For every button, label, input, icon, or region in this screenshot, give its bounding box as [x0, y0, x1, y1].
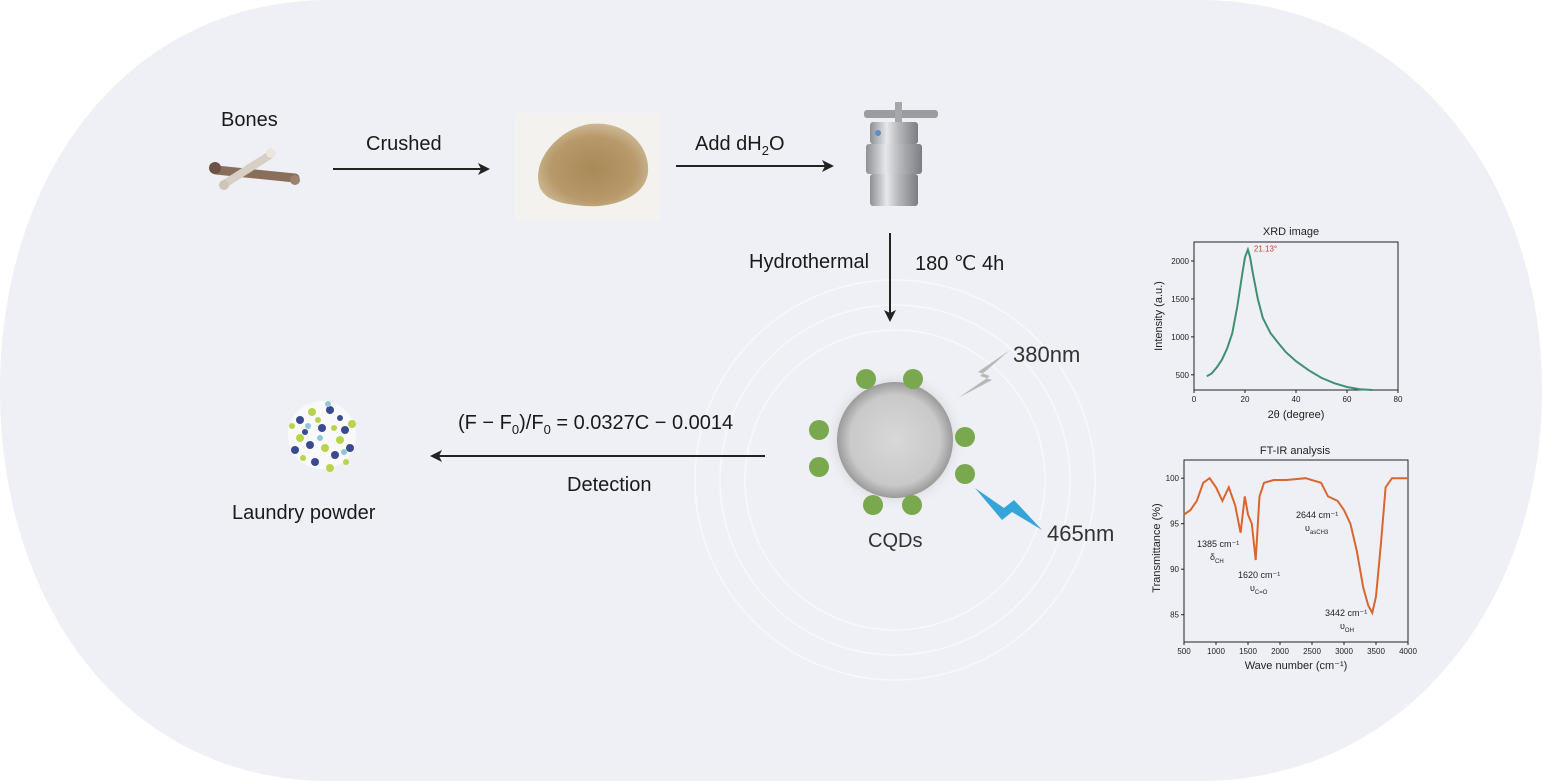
crushed-label: Crushed	[366, 133, 442, 155]
xrd-chart: XRD image 0 20 40 60 80 500 1000 1500 2000 21.1…	[1153, 226, 1403, 421]
add-water-sub: 2	[761, 143, 769, 158]
xrd-y-tick-label: 500	[1176, 371, 1190, 380]
bones-icon	[209, 148, 300, 190]
ftir-y-tick-label: 95	[1170, 520, 1179, 529]
xrd-x-tick-label: 20	[1241, 395, 1250, 404]
ftir-series-line	[1183, 476, 1408, 616]
equation-sub-2: 0	[543, 422, 551, 437]
ftir-annotation-1385-mode: δCH	[1210, 552, 1224, 565]
equation-label: (F − F0)/F0 = 0.0327C − 0.0014	[458, 412, 733, 437]
emission-label: 465nm	[1047, 521, 1115, 546]
ftir-plot-frame	[1183, 459, 1409, 643]
add-water-prefix: Add dH	[695, 133, 762, 155]
ftir-x-tick-label: 3000	[1335, 647, 1353, 656]
ftir-annotation-3442-mode: υOH	[1340, 621, 1354, 634]
ftir-annotation-1620-mode: υC=O	[1250, 583, 1268, 596]
ftir-y-tick-label: 90	[1170, 565, 1179, 574]
xrd-x-ticks: 0 20 40 60 80	[1192, 390, 1403, 404]
equation-part-3: = 0.0327C − 0.0014	[550, 412, 734, 434]
xrd-series-line	[1206, 246, 1373, 391]
ftir-y-tick-label: 85	[1170, 611, 1179, 620]
bone-powder-image	[515, 113, 660, 220]
ftir-x-tick-label: 4000	[1399, 647, 1417, 656]
hydrothermal-label: Hydrothermal	[749, 251, 870, 273]
xrd-y-ticks: 500 1000 1500 2000	[1171, 257, 1194, 380]
xrd-x-tick-label: 40	[1292, 395, 1301, 404]
ftir-annotation-2644-sub: asCH3	[1310, 530, 1329, 536]
ftir-annotation-1620-symbol: υ	[1250, 583, 1255, 593]
ftir-annotation-1385-sub: CH	[1215, 559, 1224, 565]
emission-bolt-icon	[975, 488, 1042, 530]
laundry-powder-icon	[288, 401, 356, 472]
ftir-y-tick-label: 100	[1166, 474, 1180, 483]
ftir-annotation-3442-symbol: υ	[1340, 621, 1345, 631]
equation-part-1: (F − F	[458, 412, 512, 434]
cqd-surface-dots	[809, 369, 975, 515]
xrd-y-tick-label: 1500	[1171, 295, 1189, 304]
xrd-y-tick-label: 2000	[1171, 257, 1189, 266]
conditions-label: 180 ℃ 4h	[915, 253, 1005, 275]
ftir-xlabel: Wave number (cm⁻¹)	[1245, 660, 1348, 672]
excitation-bolt-icon	[958, 350, 1010, 398]
ftir-y-ticks: 85 90 95 100	[1166, 474, 1184, 620]
ftir-title: FT-IR analysis	[1260, 445, 1331, 457]
laundry-powder-label: Laundry powder	[232, 502, 376, 524]
ftir-annotation-1385: 1385 cm⁻¹	[1197, 539, 1239, 549]
add-water-label: Add dH2O	[695, 133, 785, 158]
autoclave-icon	[864, 102, 938, 206]
cqds-label: CQDs	[868, 530, 923, 552]
ftir-annotation-3442-sub: OH	[1345, 628, 1354, 634]
equation-sub-1: 0	[511, 422, 520, 437]
equation-part-2: )/F	[519, 412, 544, 434]
excitation-label: 380nm	[1013, 342, 1081, 367]
ftir-x-tick-label: 1500	[1239, 647, 1257, 656]
xrd-xlabel: 2θ (degree)	[1268, 409, 1325, 421]
ftir-annotation-1620: 1620 cm⁻¹	[1238, 570, 1280, 580]
xrd-x-tick-label: 80	[1394, 395, 1403, 404]
xrd-peak-annotation: 21.13°	[1254, 245, 1277, 254]
ftir-annotation-1620-sub: C=O	[1255, 590, 1268, 596]
ftir-annotation-2644: 2644 cm⁻¹	[1296, 510, 1338, 520]
xrd-title: XRD image	[1263, 226, 1319, 238]
ftir-annotation-2644-mode: υasCH3	[1305, 523, 1329, 536]
ftir-x-ticks: 500 1000 1500 2000 2500 3000 3500 4000	[1177, 642, 1417, 656]
ftir-ylabel: Transmittance (%)	[1151, 503, 1163, 592]
ftir-annotation-3442: 3442 cm⁻¹	[1325, 608, 1367, 618]
detection-label: Detection	[567, 474, 652, 496]
xrd-x-tick-label: 0	[1192, 395, 1197, 404]
xrd-ylabel: Intensity (a.u.)	[1153, 281, 1165, 351]
ftir-annotation-1385-symbol: δ	[1210, 552, 1215, 562]
ftir-x-tick-label: 1000	[1207, 647, 1225, 656]
cqd-particle	[823, 368, 967, 512]
xrd-x-tick-label: 60	[1343, 395, 1352, 404]
ftir-x-tick-label: 500	[1177, 647, 1191, 656]
ftir-x-tick-label: 3500	[1367, 647, 1385, 656]
ripple-rings	[694, 279, 1096, 681]
ftir-x-tick-label: 2500	[1303, 647, 1321, 656]
ftir-chart: FT-IR analysis 500 1000 1500 2000 2500 3000 35…	[1151, 445, 1417, 672]
bones-label: Bones	[221, 109, 278, 131]
ftir-annotation-2644-symbol: υ	[1305, 523, 1310, 533]
add-water-suffix: O	[768, 133, 785, 155]
ftir-x-tick-label: 2000	[1271, 647, 1289, 656]
xrd-y-tick-label: 1000	[1171, 333, 1189, 342]
